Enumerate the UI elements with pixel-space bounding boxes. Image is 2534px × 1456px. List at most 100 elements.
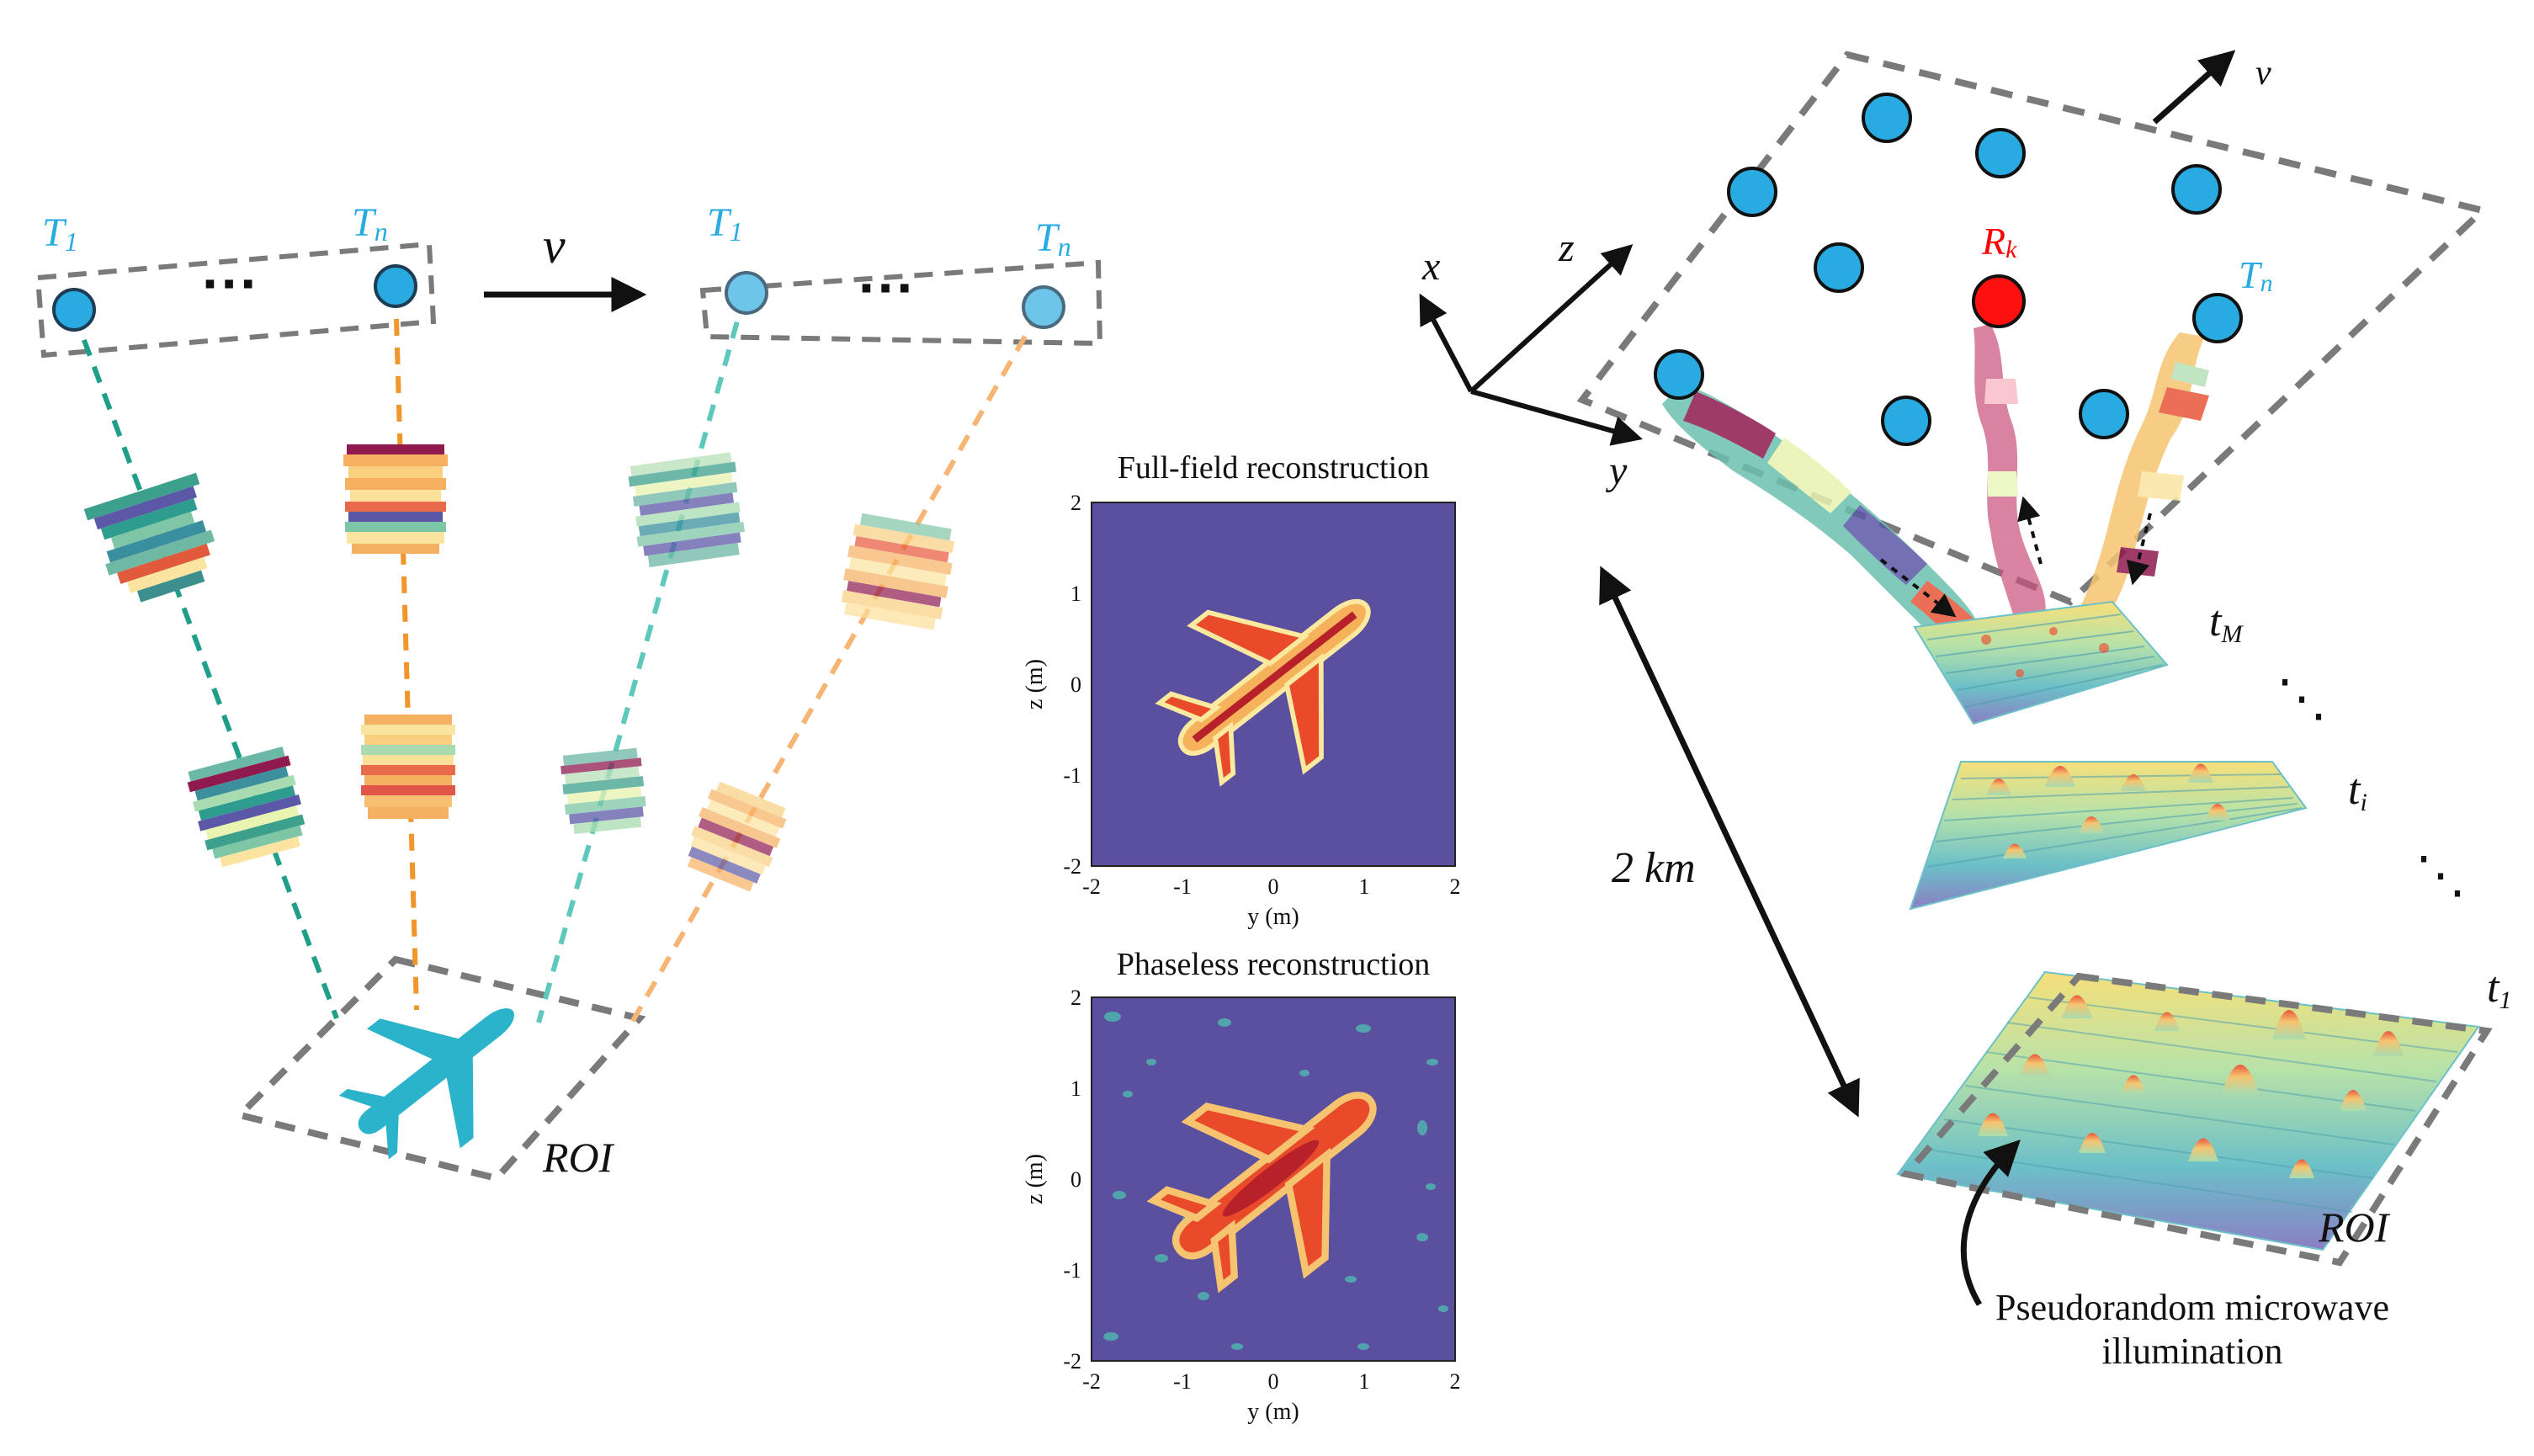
beam-from-receiver: [1974, 324, 2046, 623]
array-ellipsis-1: ···: [202, 252, 259, 316]
wave-packet-7: [560, 747, 646, 834]
roi-label-left: ROI: [542, 1134, 615, 1181]
y-axis-label-phaseless: z (m): [1022, 1154, 1048, 1204]
wave-packet-6: [841, 513, 955, 630]
transmitter: [1862, 93, 1912, 143]
illumination-surface-ti: [1909, 761, 2308, 911]
airplane-icon: [338, 1008, 514, 1160]
roi-box-right: [1899, 972, 2493, 1267]
panel-full-field: Full-field reconstruction -2 -1 0 1: [1022, 450, 1461, 930]
x-ticks-full: -2 -1 0 1 2: [1082, 874, 1460, 899]
wave-packet-4: [361, 715, 455, 819]
distance-arrow: [1599, 566, 1860, 1118]
label-tM: tM: [2209, 598, 2244, 648]
x-axis-label-phaseless: y (m): [1247, 1399, 1299, 1425]
transmitter: [1975, 128, 2026, 178]
coordinate-axes: x z y: [1419, 226, 1643, 493]
transmitter-t1-moved: [725, 271, 768, 315]
reconstruction-panels: Full-field reconstruction -2 -1 0 1: [1022, 450, 1461, 1425]
x-tick: 1: [1359, 1369, 1370, 1394]
panel-title-full-field: Full-field reconstruction: [1118, 450, 1429, 486]
y-tick: 0: [1070, 672, 1081, 697]
axis-z-label: z: [1558, 226, 1575, 270]
velocity-label-right: v: [2255, 54, 2271, 93]
dotted-arrow-2: [2017, 496, 2043, 565]
reconstructed-airplane-phaseless: [1146, 1092, 1377, 1294]
label-t1-moved: T1: [707, 200, 743, 247]
caption-line-1: Pseudorandom microwave: [1995, 1287, 2389, 1328]
label-ti: ti: [2348, 766, 2367, 816]
caption-arrow: [1960, 1140, 2021, 1306]
y-tick: 2: [1070, 491, 1081, 515]
y-tick: -1: [1063, 763, 1081, 788]
beam-from-right-tx: [2079, 332, 2209, 623]
velocity-arrow-right: [2152, 50, 2236, 125]
right-scene: x z y v: [1419, 50, 2511, 1372]
transmitter: [2171, 164, 2222, 215]
ellipsis-time-2: ⋱: [2415, 847, 2466, 903]
label-t1-right: t1: [2487, 964, 2511, 1014]
noise-speckles: [1103, 1012, 1448, 1350]
y-tick: -2: [1063, 1349, 1081, 1374]
label-rk: Rk: [1981, 220, 2017, 263]
x-tick: -2: [1082, 1369, 1101, 1394]
x-tick: 0: [1268, 1369, 1279, 1394]
transmitter-tn-left: [374, 264, 417, 308]
x-ticks-phaseless: -2 -1 0 1 2: [1082, 1369, 1460, 1394]
label-tn-right: Tn: [2239, 253, 2273, 297]
x-tick: -1: [1173, 1369, 1192, 1394]
transmitter: [2079, 389, 2129, 439]
label-t1-left: T1: [42, 210, 78, 257]
x-axis-label-full: y (m): [1247, 904, 1299, 930]
transmitter: [1654, 349, 1704, 400]
tx-array-box-1: [35, 241, 437, 359]
array-plane: [1576, 50, 2490, 606]
y-tick: -2: [1063, 854, 1081, 879]
receiver-rk: [1972, 274, 2026, 328]
y-axis-label-full: z (m): [1022, 659, 1048, 709]
label-tn-left: Tn: [352, 200, 388, 247]
x-tick: -1: [1173, 874, 1192, 899]
distance-label: 2 km: [1612, 844, 1696, 892]
wave-packet-1: [83, 472, 215, 603]
wave-packet-5: [628, 452, 745, 568]
transmitter: [1727, 167, 1777, 217]
transmitter: [1814, 242, 1864, 293]
tx-array-box-2: [699, 259, 1103, 347]
transmitter-grid: [1654, 93, 2243, 446]
wave-packet-2: [343, 444, 448, 554]
y-tick: 0: [1070, 1167, 1081, 1192]
beam-line-t1: [72, 311, 339, 1020]
x-tick: 1: [1359, 874, 1370, 899]
transmitter-t1-left: [52, 288, 96, 332]
y-tick: 1: [1070, 582, 1081, 606]
y-tick: 1: [1070, 1076, 1081, 1101]
transmitter: [1881, 396, 1931, 446]
panel-title-phaseless: Phaseless reconstruction: [1117, 947, 1431, 982]
y-ticks-phaseless: 2 1 0 -1 -2: [1063, 986, 1081, 1374]
reconstructed-airplane-full: [1155, 598, 1371, 787]
transmitter-tn-moved: [1022, 285, 1065, 329]
illumination-surface-t1: [1896, 970, 2480, 1251]
x-tick: 2: [1450, 1369, 1461, 1394]
velocity-label-left: v: [543, 218, 566, 274]
axis-x-label: x: [1421, 244, 1440, 289]
transmitter-tn-right: [2192, 293, 2243, 343]
x-tick: -2: [1082, 874, 1101, 899]
dotted-arrow-3: [2126, 513, 2152, 586]
label-tn-moved: Tn: [1035, 215, 1071, 262]
panel-phaseless: Phaseless reconstruction: [1022, 947, 1461, 1425]
x-tick: 0: [1268, 874, 1279, 899]
x-tick: 2: [1450, 874, 1461, 899]
caption-line-2: illumination: [2101, 1331, 2282, 1372]
beam-line-tn: [393, 290, 419, 1011]
left-scene: ··· ··· T1 Tn T1 Tn v ROI: [35, 200, 1103, 1182]
wave-packet-3: [187, 747, 305, 868]
array-ellipsis-2: ···: [858, 256, 916, 320]
y-ticks-full: 2 1 0 -1 -2: [1063, 491, 1081, 879]
axis-y-label: y: [1605, 449, 1628, 493]
ellipsis-time-1: ⋱: [2276, 670, 2327, 726]
y-tick: -1: [1063, 1258, 1081, 1283]
beam-line-tnb: [624, 310, 1042, 1033]
